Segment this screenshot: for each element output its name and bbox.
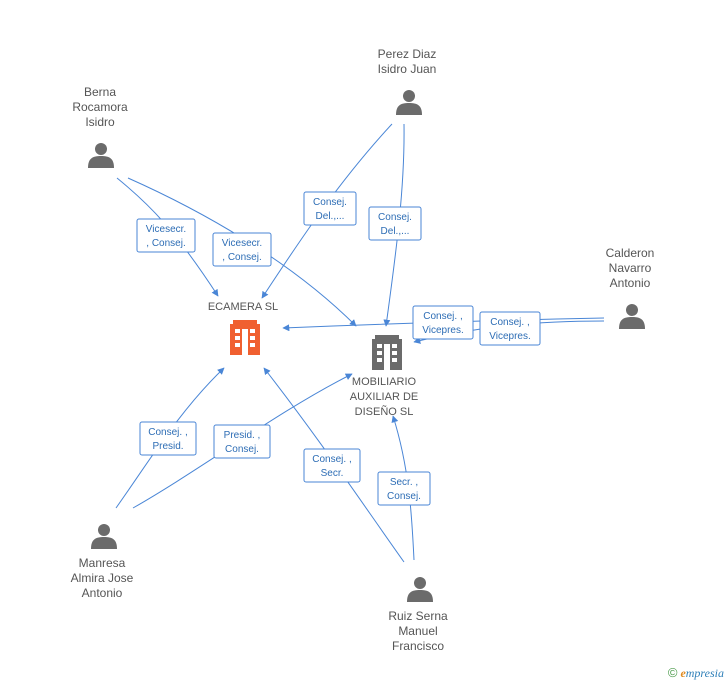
person-name-line: Berna [84, 85, 116, 99]
role-label[interactable]: Consej. Del.,... [368, 206, 422, 241]
company-node-mobiliario[interactable]: MOBILIARIO AUXILIAR DE DISEÑO SL [350, 335, 418, 418]
person-node-calderon[interactable]: Calderon Navarro Antonio [606, 246, 655, 329]
person-name-line: Antonio [610, 276, 651, 290]
company-node-ecamera[interactable]: ECAMERA SL [208, 301, 278, 355]
role-line-1: Secr. , [390, 477, 418, 488]
person-name-line: Rocamora [72, 100, 128, 114]
role-line-2: Del.,... [316, 211, 345, 222]
role-label[interactable]: Secr. , Consej. [377, 471, 431, 506]
role-labels: Vicesecr. , Consej. Vicesecr. , Consej. … [136, 191, 541, 506]
person-name-line: Isidro Juan [378, 62, 437, 76]
person-name-line: Isidro [85, 115, 115, 129]
brand-initial: e [680, 666, 686, 680]
role-line-1: Vicesecr. [146, 224, 186, 235]
role-label[interactable]: Consej. , Secr. [303, 448, 361, 483]
person-icon [619, 304, 645, 329]
role-label[interactable]: Consej. , Vicepres. [479, 311, 541, 346]
person-name-line: Francisco [392, 639, 444, 653]
person-name-line: Almira Jose [71, 571, 134, 585]
person-node-perez[interactable]: Perez Diaz Isidro Juan [378, 47, 437, 115]
role-line-2: Consej. [225, 444, 259, 455]
role-label[interactable]: Consej. , Vicepres. [412, 305, 474, 340]
building-icon [372, 335, 402, 370]
role-line-2: , Consej. [146, 238, 185, 249]
person-icon [88, 143, 114, 168]
role-line-1: Vicesecr. [222, 238, 262, 249]
person-icon [407, 577, 433, 602]
role-line-2: Vicepres. [422, 325, 464, 336]
person-name-line: Ruiz Serna [388, 609, 448, 623]
brand-name: mpresia [685, 666, 724, 680]
role-line-2: Presid. [152, 441, 183, 452]
role-label[interactable]: Presid. , Consej. [213, 424, 271, 459]
building-icon [230, 320, 260, 355]
person-name-line: Antonio [82, 586, 123, 600]
company-name-line: DISEÑO SL [355, 405, 414, 418]
role-label[interactable]: Consej. , Presid. [139, 421, 197, 456]
person-icon [396, 90, 422, 115]
person-node-manresa[interactable]: Manresa Almira Jose Antonio [71, 524, 134, 600]
role-line-1: Consej. , [423, 311, 462, 322]
brand-logo: empresia [680, 666, 724, 680]
role-line-2: , Consej. [222, 252, 261, 263]
person-node-ruiz[interactable]: Ruiz Serna Manuel Francisco [388, 577, 448, 653]
role-line-1: Presid. , [224, 430, 261, 441]
role-label[interactable]: Vicesecr. , Consej. [212, 232, 272, 267]
company-name-line: ECAMERA SL [208, 301, 278, 313]
person-icon [91, 524, 117, 549]
role-label[interactable]: Vicesecr. , Consej. [136, 218, 196, 253]
role-line-1: Consej. , [490, 317, 529, 328]
role-line-2: Vicepres. [489, 331, 531, 342]
role-line-1: Consej. , [148, 427, 187, 438]
role-line-2: Consej. [387, 491, 421, 502]
company-name-line: AUXILIAR DE [350, 391, 418, 403]
person-name-line: Manuel [398, 624, 437, 638]
footer-brand[interactable]: ©empresia [668, 665, 724, 681]
role-label[interactable]: Consej. Del.,... [303, 191, 357, 226]
person-name-line: Navarro [609, 261, 652, 275]
role-line-1: Consej. [378, 212, 412, 223]
role-line-1: Consej. [313, 197, 347, 208]
role-line-2: Secr. [321, 468, 344, 479]
person-name-line: Manresa [79, 556, 126, 570]
copyright-icon: © [667, 665, 678, 680]
person-name-line: Perez Diaz [378, 47, 437, 61]
company-name-line: MOBILIARIO [352, 376, 417, 388]
person-name-line: Calderon [606, 246, 655, 260]
person-node-berna[interactable]: Berna Rocamora Isidro [72, 85, 128, 168]
role-line-2: Del.,... [381, 226, 410, 237]
role-line-1: Consej. , [312, 454, 351, 465]
